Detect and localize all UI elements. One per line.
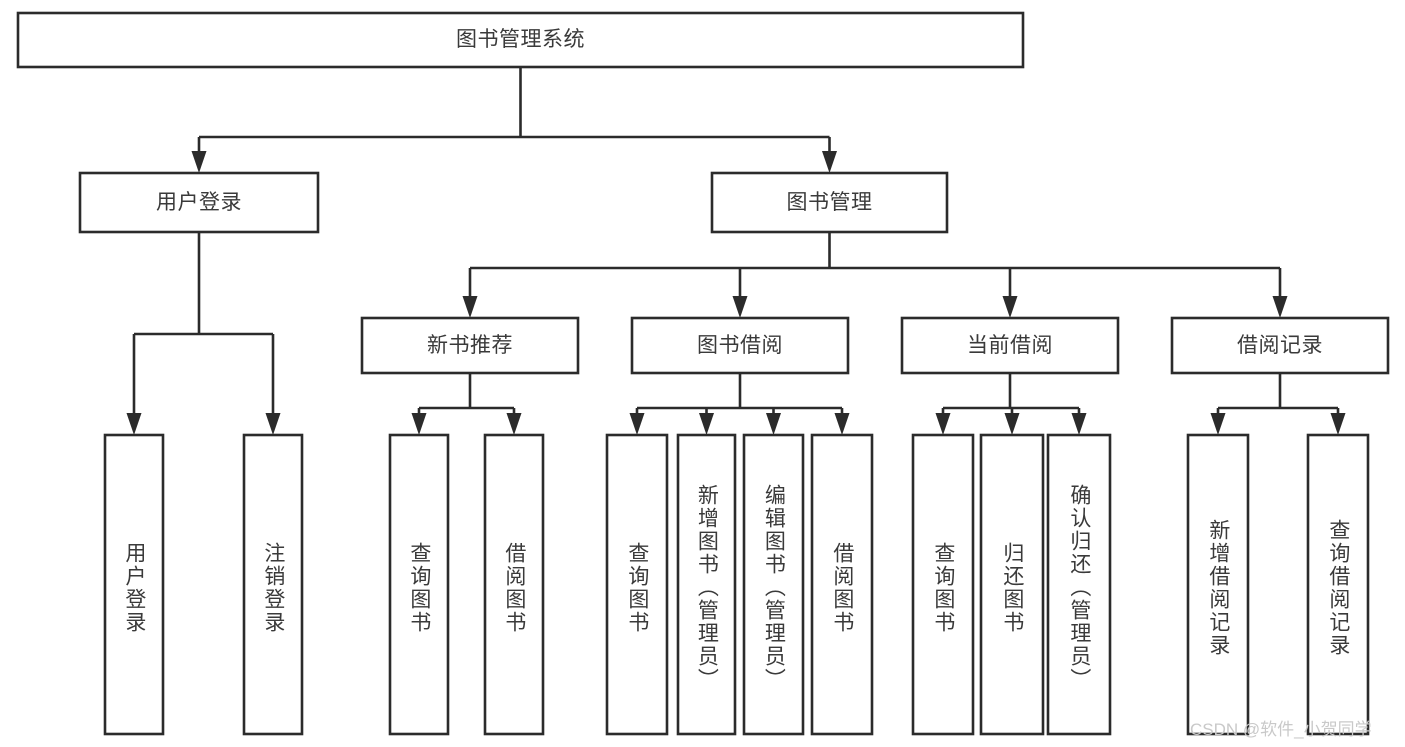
node-box-leaf_9[interactable] (979, 433, 1045, 736)
arrow-head-icon (732, 296, 748, 318)
node-box-leaf_7[interactable] (810, 433, 874, 736)
node-box-l2_1[interactable] (630, 316, 850, 375)
nodes-layer (16, 11, 1390, 736)
node-box-leaf_11[interactable] (1186, 433, 1250, 736)
arrow-head-icon (1272, 296, 1288, 318)
node-box-l2_3[interactable] (1170, 316, 1390, 375)
arrow-head-icon (822, 151, 837, 173)
node-box-leaf_6[interactable] (742, 433, 805, 736)
node-box-leaf_12[interactable] (1306, 433, 1370, 736)
node-box-leaf_0[interactable] (103, 433, 165, 736)
arrow-head-icon (1210, 413, 1226, 435)
node-box-leaf_3[interactable] (483, 433, 545, 736)
node-box-leaf_10[interactable] (1046, 433, 1112, 736)
arrow-head-icon (1071, 413, 1087, 435)
node-box-leaf_4[interactable] (605, 433, 669, 736)
node-box-leaf_1[interactable] (242, 433, 304, 736)
node-box-root[interactable] (16, 11, 1025, 69)
node-box-l2_0[interactable] (360, 316, 580, 375)
edges-layer (126, 67, 1346, 435)
arrow-head-icon (411, 413, 427, 435)
arrow-head-icon (506, 413, 522, 435)
arrow-head-icon (766, 413, 781, 435)
arrow-head-icon (191, 151, 207, 173)
node-box-l1_1[interactable] (710, 171, 949, 234)
node-box-l2_2[interactable] (900, 316, 1120, 375)
node-box-leaf_8[interactable] (911, 433, 975, 736)
node-box-l1_0[interactable] (78, 171, 320, 234)
arrow-head-icon (126, 413, 142, 435)
arrow-head-icon (699, 413, 714, 435)
node-box-leaf_2[interactable] (388, 433, 450, 736)
arrow-head-icon (462, 296, 478, 318)
node-box-leaf_5[interactable] (676, 433, 737, 736)
arrow-head-icon (265, 413, 281, 435)
arrow-head-icon (1330, 413, 1346, 435)
arrow-head-icon (1002, 296, 1018, 318)
arrow-head-icon (1004, 413, 1020, 435)
arrow-head-icon (834, 413, 850, 435)
arrow-head-icon (629, 413, 645, 435)
arrow-head-icon (935, 413, 951, 435)
